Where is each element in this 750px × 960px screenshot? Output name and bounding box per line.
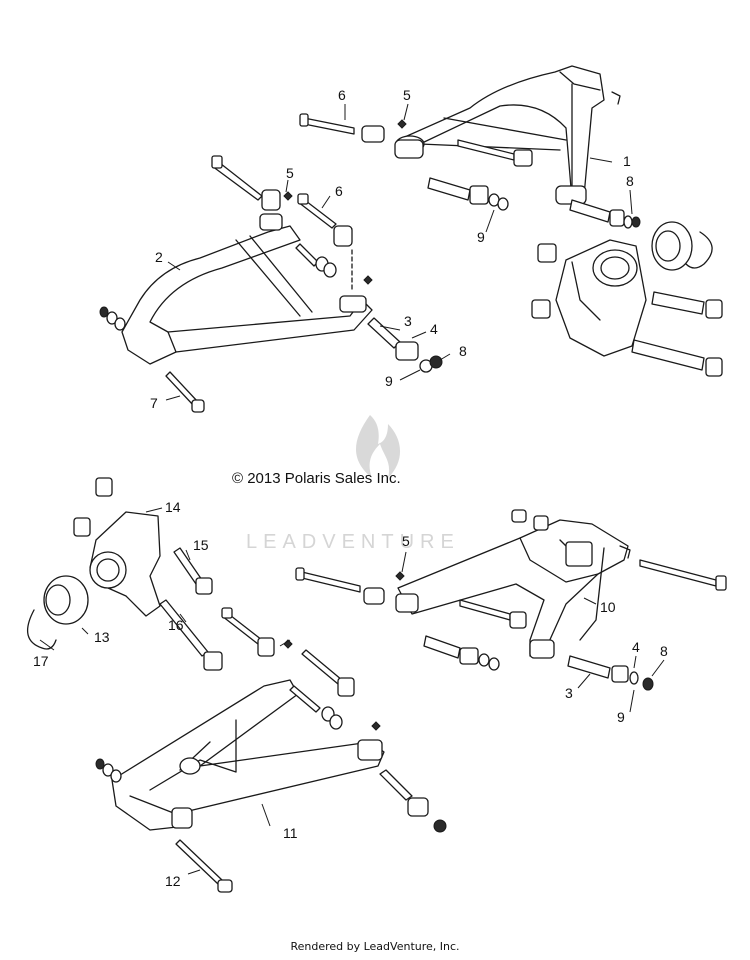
callout-10: 10 [600, 599, 616, 615]
bearing-upper-right [651, 221, 713, 271]
callouts: 6 5 1 8 9 5 6 2 3 4 8 9 7 14 15 13 17 16… [33, 87, 668, 889]
watermark-flame-icon [356, 415, 401, 478]
callout-12: 12 [165, 873, 181, 889]
callout-9c: 9 [617, 709, 625, 725]
part-16-pin [159, 599, 223, 671]
callout-11: 11 [283, 825, 298, 841]
callout-14: 14 [165, 499, 181, 515]
leader-lines [39, 103, 665, 875]
part-13-bearing [43, 575, 89, 625]
callout-8a: 8 [626, 173, 634, 189]
callout-6a: 6 [338, 87, 346, 103]
part-15-pin [173, 547, 213, 595]
part-14-knuckle [73, 477, 161, 617]
callout-4b: 4 [632, 639, 640, 655]
part-17-snap-ring [26, 609, 57, 650]
callout-1: 1 [623, 153, 631, 169]
callout-5c: 5 [402, 533, 410, 549]
callout-5a: 5 [403, 87, 411, 103]
part-1-upper-a-arm [394, 65, 621, 205]
callout-9a: 9 [477, 229, 485, 245]
part-11-lower-a-arm [111, 679, 385, 831]
callout-7: 7 [150, 395, 158, 411]
hardware-lower-right [295, 509, 727, 691]
callout-2: 2 [155, 249, 163, 265]
knuckle-upper-right [555, 239, 647, 357]
callout-16: 16 [168, 617, 184, 633]
hardware-lower-left [95, 607, 447, 893]
callout-9b: 9 [385, 373, 393, 389]
watermark: LEADVENTURE [246, 415, 460, 553]
callout-15: 15 [193, 537, 209, 553]
callout-3b: 3 [565, 685, 573, 701]
watermark-text: LEADVENTURE [246, 531, 460, 553]
callout-8c: 8 [660, 643, 668, 659]
callout-17: 17 [33, 653, 49, 669]
callout-6b: 6 [335, 183, 343, 199]
copyright-text: © 2013 Polaris Sales Inc. [232, 470, 401, 487]
callout-5b: 5 [286, 165, 294, 181]
callout-3a: 3 [404, 313, 412, 329]
pins-upper-right [531, 243, 723, 377]
footer-text: Rendered by LeadVenture, Inc. [290, 940, 460, 953]
part-10-lower-a-arm [395, 519, 631, 659]
part-2-upper-a-arm [121, 213, 373, 365]
hardware-upper [99, 113, 641, 413]
callout-4a: 4 [430, 321, 438, 337]
callout-8b: 8 [459, 343, 467, 359]
callout-13: 13 [94, 629, 110, 645]
